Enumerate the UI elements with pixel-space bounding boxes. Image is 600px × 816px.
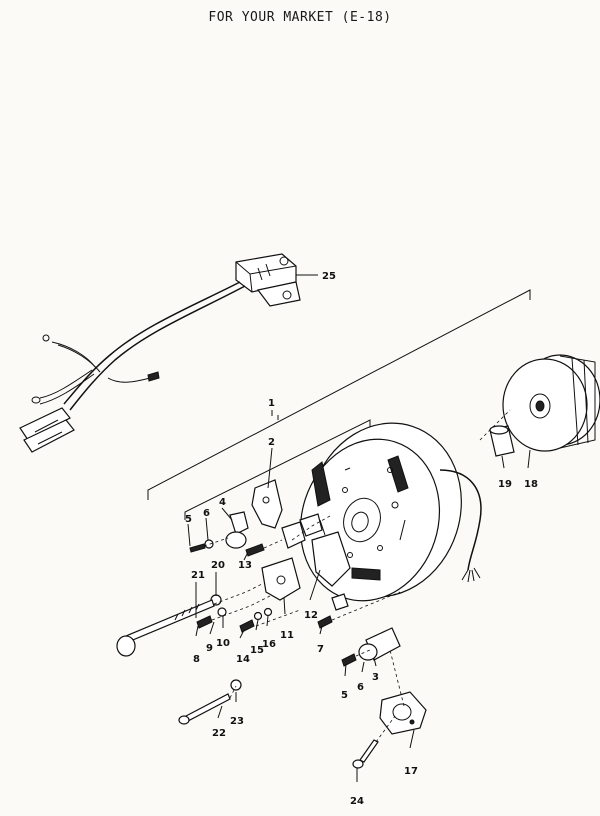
callout-5b: 5: [341, 690, 348, 701]
part-21-bolt: [116, 599, 215, 657]
callout-23: 23: [230, 716, 244, 727]
callout-15: 15: [250, 645, 264, 656]
callout-19: 19: [498, 479, 512, 490]
callout-1: 1: [268, 398, 275, 409]
callout-17: 17: [404, 766, 418, 777]
callout-21: 21: [191, 570, 205, 581]
part-25-regulator: [19, 253, 301, 453]
callout-10: 10: [216, 638, 230, 649]
callout-12: 12: [304, 610, 318, 621]
part-17-bracket: [379, 691, 427, 735]
callout-9: 9: [206, 643, 213, 654]
group-bracket-2: [184, 419, 371, 520]
callout-5: 5: [185, 514, 192, 525]
callout-18: 18: [524, 479, 538, 490]
part-22-bolt: [178, 693, 231, 725]
callout-6b: 6: [357, 682, 364, 693]
callout-6: 6: [203, 508, 210, 519]
callout-16: 16: [262, 639, 276, 650]
callout-25: 25: [322, 271, 336, 282]
part-18-rotor: [502, 354, 600, 452]
callout-2: 2: [268, 437, 275, 448]
part-24-screw: [352, 739, 379, 769]
callout-8a: 8: [193, 654, 200, 665]
callout-13: 13: [238, 560, 252, 571]
callout-14: 14: [236, 654, 250, 665]
callout-labels: 25 1 2 4 5 6 13 20 21 8 9 10 14 15 16 11…: [185, 271, 538, 807]
callout-11: 11: [280, 630, 294, 641]
callout-24: 24: [350, 796, 364, 807]
callout-3: 3: [372, 672, 379, 683]
callout-4: 4: [219, 497, 226, 508]
callout-22: 22: [212, 728, 226, 739]
small-hardware: [189, 539, 401, 691]
callout-7: 7: [317, 644, 324, 655]
page-title: FOR YOUR MARKET (E-18): [208, 10, 392, 25]
stator-plate: [299, 422, 482, 602]
leader-lines: [187, 274, 531, 782]
group-bracket-1: [147, 289, 531, 500]
assembly-lines: [203, 409, 511, 743]
part-19-collar: [489, 425, 515, 457]
breaker-assembly: [225, 479, 351, 611]
callout-20: 20: [211, 560, 225, 571]
